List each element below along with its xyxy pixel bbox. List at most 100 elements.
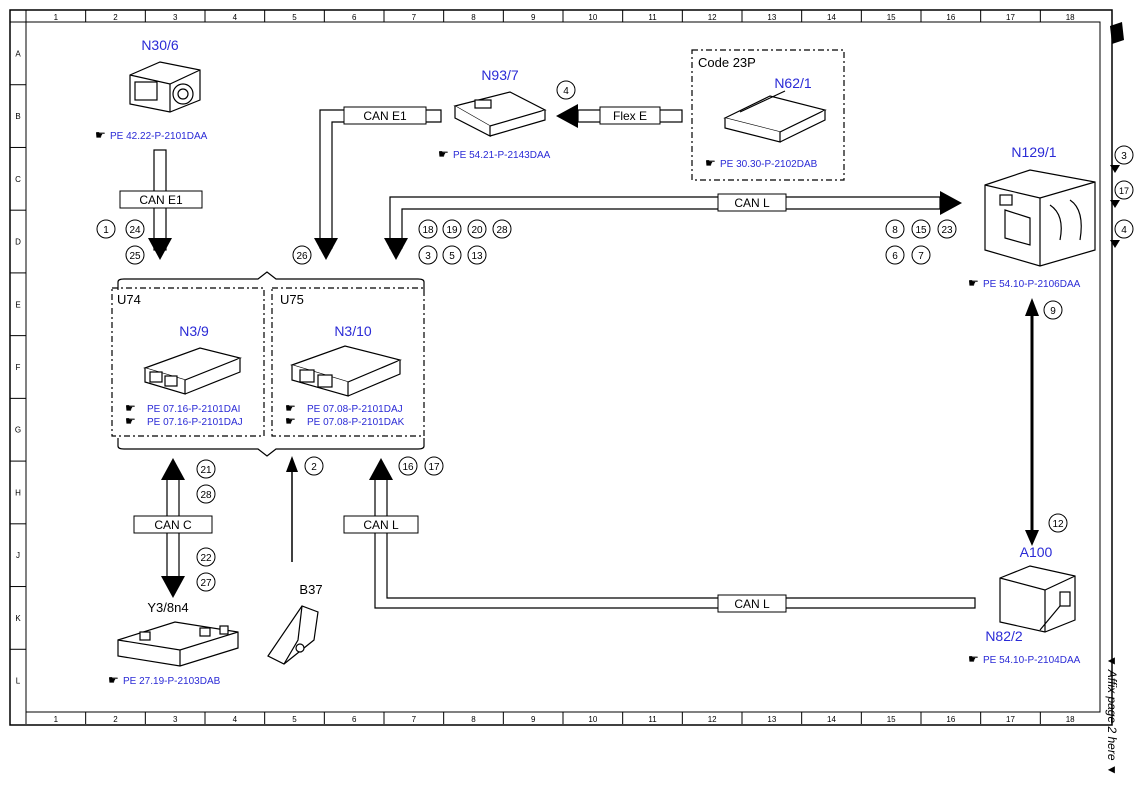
column-number: 8 <box>471 715 476 724</box>
svg-text:PE 07.08-P-2101DAJ: PE 07.08-P-2101DAJ <box>307 404 403 415</box>
row-letter: E <box>15 300 20 309</box>
row-letter: L <box>16 677 21 686</box>
column-number: 13 <box>767 13 776 22</box>
option-code: Code 23P <box>698 55 756 70</box>
marker-5: 5 <box>442 245 462 265</box>
wiring-harness-unit-icon <box>984 169 1096 267</box>
component-u74-n3-9[interactable]: U74 N3/9 ☛ PE 07.16-P-2101DAI ☛ PE 07.16… <box>111 287 265 437</box>
svg-text:17: 17 <box>428 462 440 473</box>
edge-arrow-icon <box>1110 200 1120 208</box>
row-letter: F <box>16 363 21 372</box>
column-number: 17 <box>1006 715 1015 724</box>
component-id: N82/2 <box>985 628 1023 644</box>
svg-text:3: 3 <box>425 251 431 262</box>
bus-label: Flex E <box>613 109 647 123</box>
marker-13: 13 <box>467 245 487 265</box>
column-number: 6 <box>352 715 357 724</box>
svg-text:15: 15 <box>915 225 927 236</box>
svg-text:28: 28 <box>200 490 212 501</box>
engine-ecu-icon <box>143 347 242 395</box>
reference-link[interactable]: ☛ PE 07.08-P-2101DAK <box>285 414 405 428</box>
reference-link[interactable]: ☛ PE 30.30-P-2102DAB <box>705 156 818 170</box>
bus-can-e1-left: CAN E1 <box>119 149 203 260</box>
marker-12: 12 <box>1048 513 1068 533</box>
component-n93-7[interactable]: N93/7 ☛ PE 54.21-P-2143DAA <box>438 67 551 161</box>
reference-link[interactable]: ☛ PE 07.08-P-2101DAJ <box>285 401 403 415</box>
component-n82-2[interactable]: N82/2 ☛ PE 54.10-P-2104DAA <box>968 628 1081 666</box>
svg-text:12: 12 <box>1052 519 1064 530</box>
svg-text:1: 1 <box>103 225 109 236</box>
column-number: 15 <box>887 13 896 22</box>
bus-label: CAN C <box>154 518 192 532</box>
component-id: Y3/8n4 <box>147 600 188 615</box>
column-number: 9 <box>531 13 536 22</box>
marker-6: 6 <box>885 245 905 265</box>
svg-text:4: 4 <box>563 86 569 97</box>
svg-text:PE 54.21-P-2143DAA: PE 54.21-P-2143DAA <box>453 150 551 161</box>
component-u75-n3-10[interactable]: U75 N3/10 ☛ PE 07.08-P-2101DAJ ☛ PE 07.0… <box>271 287 425 437</box>
column-number: 11 <box>648 715 657 724</box>
marker-19: 19 <box>442 219 462 239</box>
column-number: 4 <box>233 715 238 724</box>
svg-text:27: 27 <box>200 578 212 589</box>
svg-text:PE 54.10-P-2104DAA: PE 54.10-P-2104DAA <box>983 655 1081 666</box>
svg-text:PE 42.22-P-2101DAA: PE 42.22-P-2101DAA <box>110 131 208 142</box>
reference-link[interactable]: ☛ PE 54.10-P-2106DAA <box>968 276 1081 290</box>
reference-link[interactable]: ☛ PE 27.19-P-2103DAB <box>108 673 221 687</box>
svg-text:24: 24 <box>129 225 141 236</box>
svg-text:7: 7 <box>918 251 924 262</box>
bus-can-l-bottom: CAN L CAN L <box>343 458 976 613</box>
column-number: 15 <box>887 715 896 724</box>
bus-can-c: CAN C <box>133 458 213 598</box>
component-a100[interactable]: A100 <box>999 544 1076 633</box>
component-n62-1[interactable]: Code 23P N62/1 ☛ PE 30.30-P-2102DAB <box>691 49 845 181</box>
engine-control-group <box>117 271 425 457</box>
reference-arrow-icon: ☛ <box>95 128 106 142</box>
reference-link[interactable]: ☛ PE 54.21-P-2143DAA <box>438 147 551 161</box>
column-number: 7 <box>412 13 417 22</box>
component-b37[interactable]: B37 <box>267 582 323 665</box>
unit-label: U74 <box>117 292 141 307</box>
bus-flex-e: Flex E <box>556 104 683 128</box>
reference-arrow-icon: ☛ <box>968 276 979 290</box>
affix-page-note: ▼ Affix page 2 here ▼ <box>1105 655 1119 776</box>
svg-text:PE 30.30-P-2102DAB: PE 30.30-P-2102DAB <box>720 159 818 170</box>
column-number: 2 <box>113 13 118 22</box>
svg-text:PE 07.16-P-2101DAI: PE 07.16-P-2101DAI <box>147 404 240 415</box>
column-number: 18 <box>1066 13 1075 22</box>
svg-text:20: 20 <box>471 225 483 236</box>
valve-body-icon <box>117 621 239 667</box>
accelerator-pedal-icon <box>267 605 319 665</box>
edge-marker-17: 17 <box>1114 180 1134 200</box>
reference-link[interactable]: ☛ PE 54.10-P-2104DAA <box>968 652 1081 666</box>
column-number: 7 <box>412 715 417 724</box>
column-number: 12 <box>708 715 717 724</box>
column-number: 6 <box>352 13 357 22</box>
marker-21: 21 <box>196 459 216 479</box>
component-y3-8n4[interactable]: Y3/8n4 ☛ PE 27.19-P-2103DAB <box>108 600 239 687</box>
page-corner-icon <box>1110 22 1124 44</box>
component-id: N62/1 <box>774 75 812 91</box>
column-number: 14 <box>827 715 836 724</box>
bus-label: CAN L <box>734 597 770 611</box>
marker-9: 9 <box>1043 300 1063 320</box>
component-n129-1[interactable]: N129/1 ☛ PE 54.10-P-2106DAA <box>968 144 1096 290</box>
edge-marker-3: 3 <box>1114 145 1134 165</box>
reference-link[interactable]: ☛ PE 42.22-P-2101DAA <box>95 128 208 142</box>
marker-17: 17 <box>424 456 444 476</box>
marker-20: 20 <box>467 219 487 239</box>
svg-text:23: 23 <box>941 225 953 236</box>
marker-2: 2 <box>304 456 324 476</box>
reference-link[interactable]: ☛ PE 07.16-P-2101DAI <box>125 401 240 415</box>
row-letter: G <box>15 426 21 435</box>
edge-arrow-icon <box>1110 240 1120 248</box>
row-letter: H <box>15 488 21 497</box>
svg-text:21: 21 <box>200 465 212 476</box>
svg-text:16: 16 <box>402 462 414 473</box>
reference-link[interactable]: ☛ PE 07.16-P-2101DAJ <box>125 414 243 428</box>
component-n30-6[interactable]: N30/6 ☛ PE 42.22-P-2101DAA <box>95 37 208 142</box>
row-letter: C <box>15 175 21 184</box>
signal-b37 <box>286 456 298 562</box>
